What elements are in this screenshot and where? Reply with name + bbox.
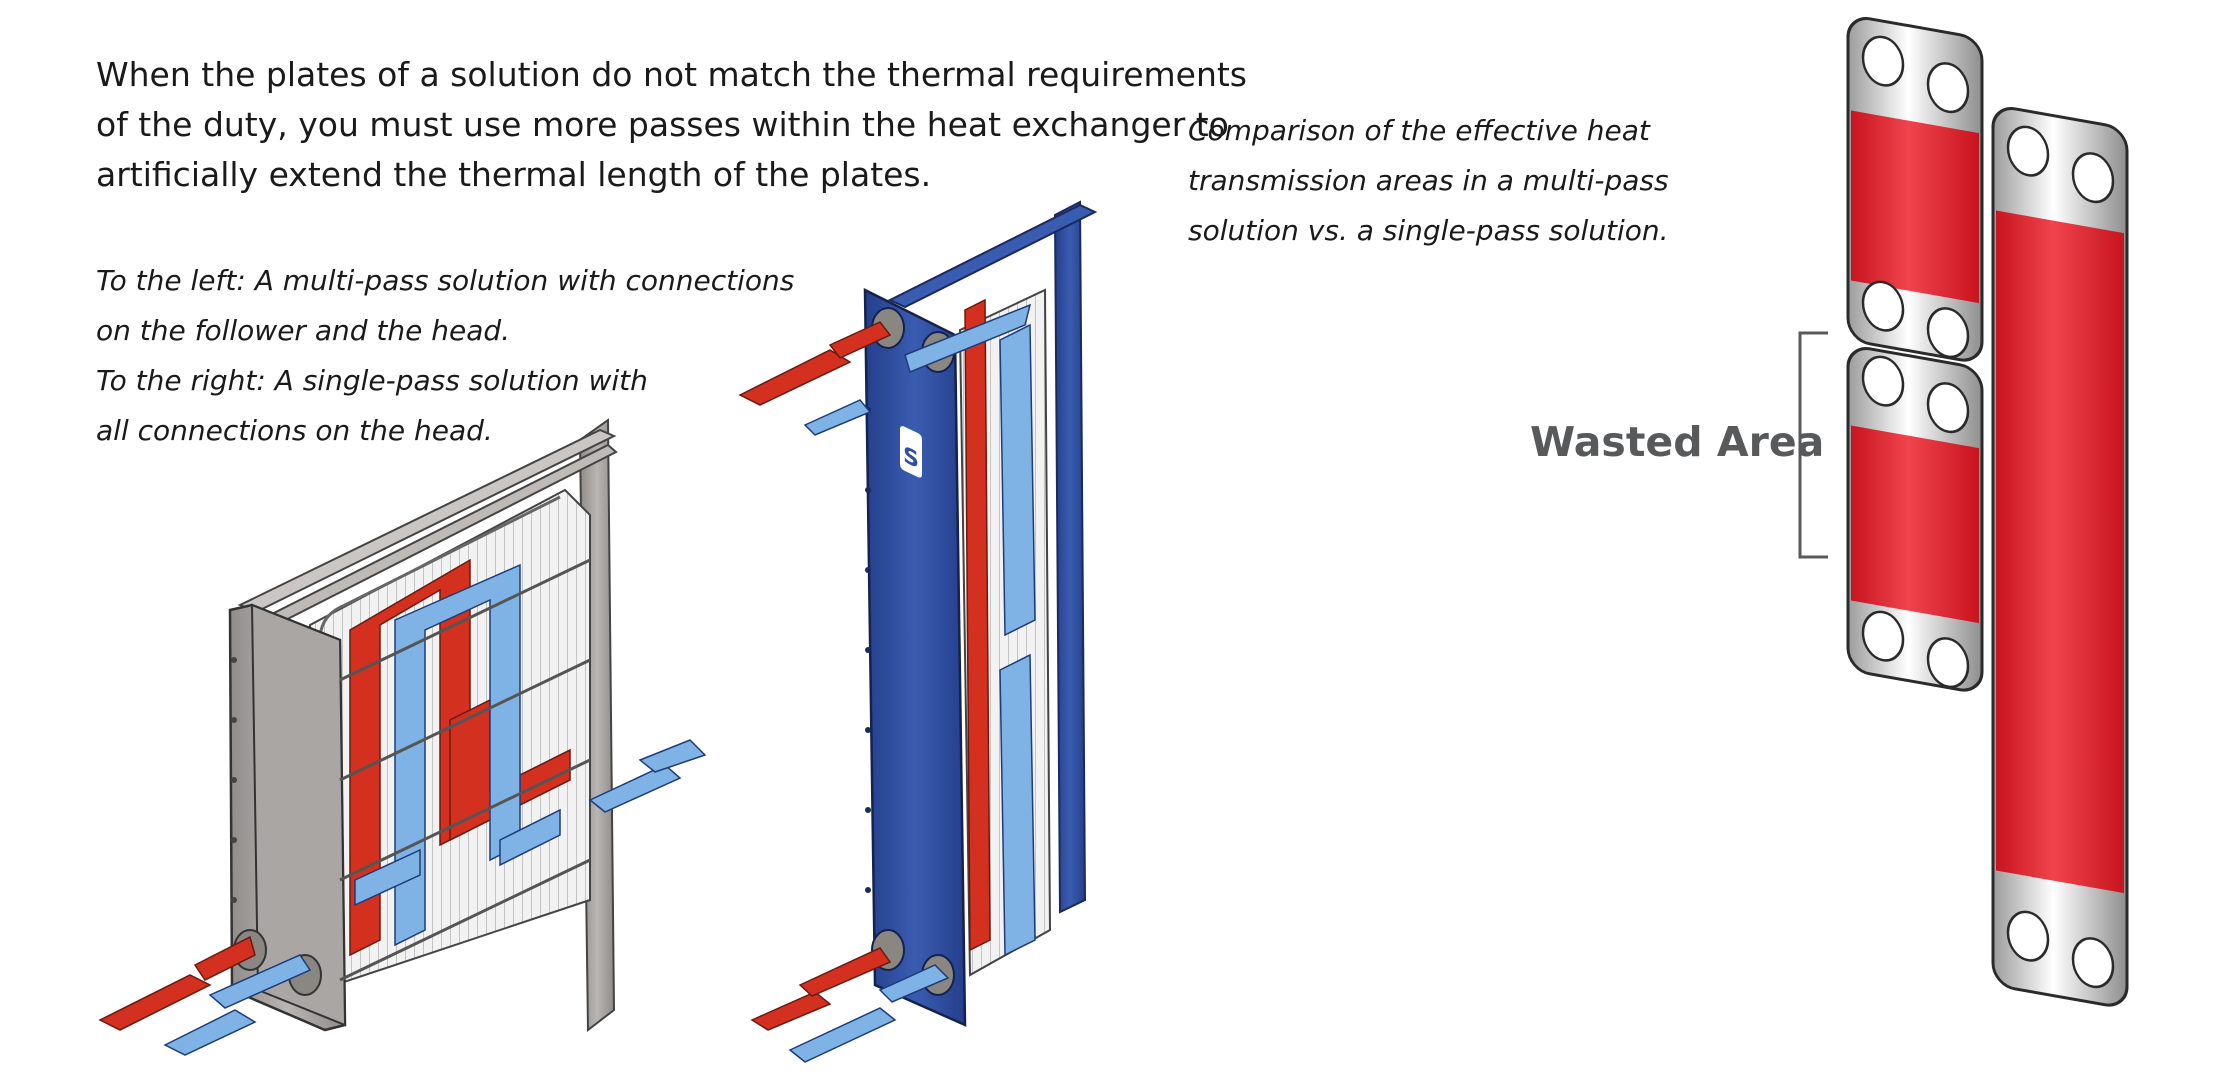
- carrying-bar: [887, 203, 1098, 309]
- cold-outlet-arrow: [588, 764, 682, 813]
- intro-text: When the plates of a solution do not mat…: [96, 50, 1247, 200]
- cold-outlet-arrow: [878, 964, 950, 1003]
- single-pass-exchanger: S: [738, 200, 1098, 1063]
- hot-inlet-arrow: [828, 321, 892, 359]
- plate-upper: [1846, 17, 1984, 362]
- intro-line: When the plates of a solution do not mat…: [96, 55, 1247, 94]
- cold-inlet-arrow: [163, 1009, 257, 1056]
- hot-inlet-arrow: [750, 991, 832, 1031]
- head-bolts: [865, 407, 871, 893]
- caption-line: solution vs. a single-pass solution.: [1188, 214, 1669, 247]
- cold-flow-channel: [499, 808, 561, 867]
- cold-outlet-arrow: [803, 399, 872, 436]
- tightening-bolts: [339, 558, 591, 982]
- cold-inlet-arrow: [638, 739, 707, 773]
- hot-flow-channel: [964, 298, 991, 952]
- hot-flow-channel: [349, 558, 471, 957]
- caption-line: To the right: A single-pass solution wit…: [96, 364, 648, 397]
- wasted-area-bracket: [1798, 331, 1828, 559]
- wasted-area-label: Wasted Area: [1530, 418, 1825, 466]
- follower-plate-face: [250, 603, 347, 1027]
- cold-outlet-arrow: [208, 954, 312, 1009]
- cold-flow-channel: [394, 563, 521, 947]
- caption-line: all connections on the head.: [96, 414, 493, 447]
- single-pass-plate: [1991, 107, 2129, 1007]
- caption-right: Comparison of the effective heat transmi…: [1188, 106, 1748, 256]
- multi-pass-plates: [1846, 17, 1984, 692]
- svg-text:S: S: [903, 442, 919, 474]
- frame-column: [1053, 200, 1087, 914]
- hot-inlet-arrow: [98, 974, 212, 1031]
- multi-pass-exchanger: [98, 418, 707, 1056]
- cold-flow-channel: [999, 323, 1036, 637]
- caption-line: Comparison of the effective heat: [1188, 114, 1650, 147]
- plate-lower: [1846, 347, 1984, 692]
- cold-flow-channel: [354, 848, 421, 907]
- hot-outlet-arrow: [193, 935, 256, 981]
- head-plate: [863, 287, 967, 1027]
- caption-left: To the left: A multi-pass solution with …: [96, 256, 816, 456]
- cold-inlet-arrow: [904, 303, 1032, 374]
- logo-icon: S: [900, 426, 922, 478]
- intro-line: artificially extend the thermal length o…: [96, 155, 932, 194]
- cold-flow-channel: [999, 653, 1036, 957]
- hot-outlet-arrow: [798, 947, 892, 997]
- caption-line: on the follower and the head.: [96, 314, 511, 347]
- caption-line: To the left: A multi-pass solution with …: [96, 264, 795, 297]
- hot-outlet-arrow: [738, 349, 852, 406]
- intro-line: of the duty, you must use more passes wi…: [96, 105, 1229, 144]
- cold-inlet-arrow: [788, 1007, 897, 1063]
- caption-line: transmission areas in a multi-pass: [1188, 164, 1669, 197]
